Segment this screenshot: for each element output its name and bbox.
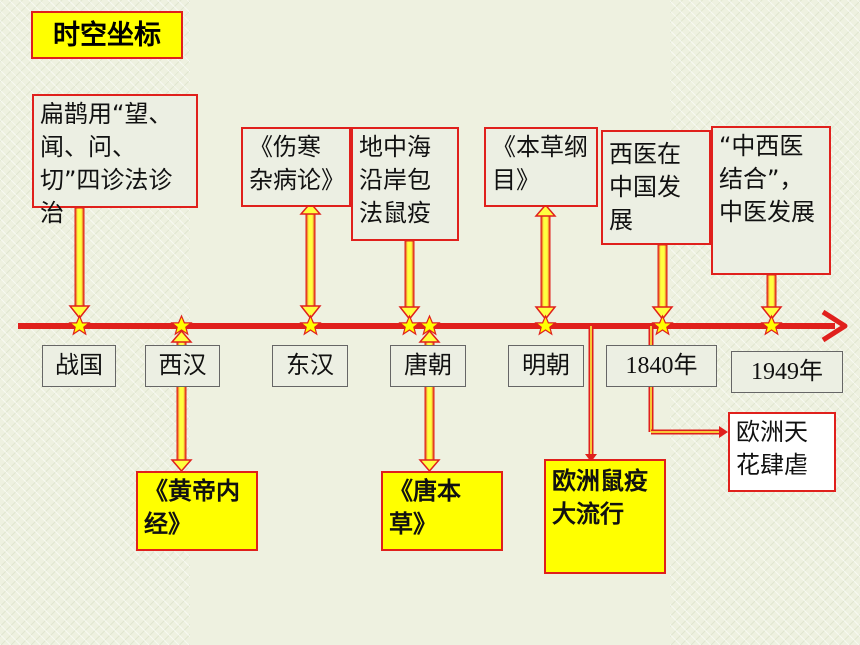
connector-dizhonghai (398, 240, 421, 321)
connector-zhongxiyi (760, 274, 783, 321)
connector-ouzhoushuyi (585, 326, 597, 462)
star-ming (534, 314, 557, 336)
timeline-arrowhead (821, 309, 848, 343)
connector-shanghan (299, 201, 322, 320)
star-xihan (170, 314, 193, 336)
event-tangbencao: 《唐本草》 (381, 471, 503, 551)
event-huangdi: 《黄帝内经》 (136, 471, 258, 551)
era-1949: 1949年 (731, 351, 843, 393)
era-mingchao: 明朝 (508, 345, 584, 387)
event-bencao: 《本草纲目》 (484, 127, 598, 207)
era-zhanguo: 战国 (42, 345, 116, 387)
star-1840 (651, 314, 674, 336)
star-markers (68, 314, 783, 336)
event-zhongxiyi: “中西医结合”，中医发展 (711, 126, 831, 275)
era-1840: 1840年 (606, 345, 717, 387)
star-tang-1 (398, 314, 421, 336)
event-ouzhoutianhua: 欧洲天花肆虐 (728, 412, 836, 492)
star-tang-2 (418, 314, 441, 336)
event-ouzhoushuyi: 欧洲鼠疫大流行 (544, 459, 666, 574)
era-tangchao: 唐朝 (390, 345, 466, 387)
star-1949 (760, 314, 783, 336)
connector-tangbencao (418, 329, 441, 473)
connector-bencao (534, 203, 557, 321)
page-title: 时空坐标 (31, 11, 183, 59)
event-bianque: 扁鹊用“望、闻、问、切”四诊法诊治 (32, 94, 198, 227)
connector-bianque (68, 207, 91, 320)
event-dizhonghai: 地中海沿岸包法鼠疫 (351, 127, 459, 241)
era-xihan: 西汉 (145, 345, 220, 387)
era-donghan: 东汉 (272, 345, 348, 387)
event-shanghan: 《伤寒杂病论》 (241, 127, 351, 207)
event-xiyi: 西医在中国发展 (601, 130, 711, 245)
star-donghan (299, 314, 322, 336)
star-zhanguo (68, 314, 91, 336)
connector-xiyi (651, 244, 674, 321)
connector-huangdi (170, 329, 193, 473)
